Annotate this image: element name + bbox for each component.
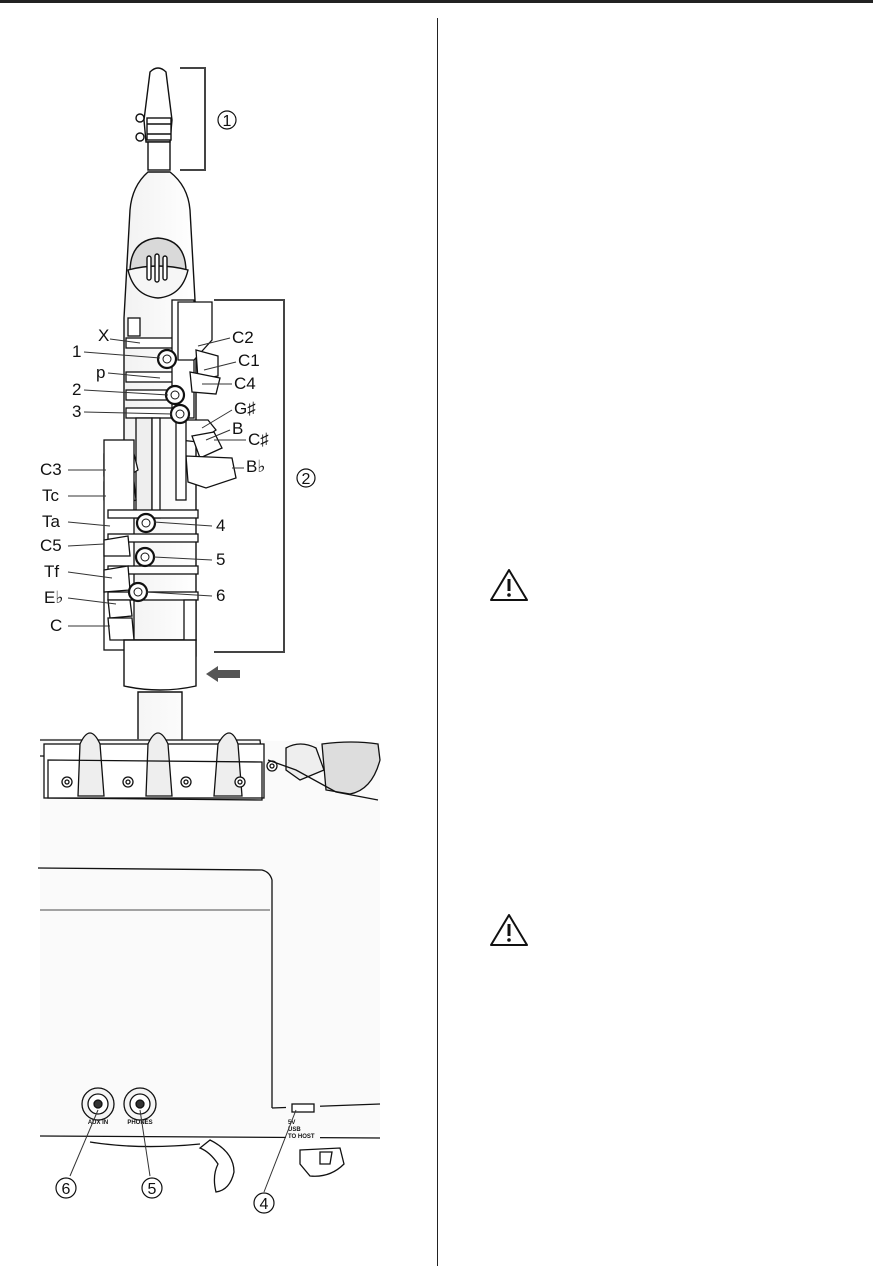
bracket-keys xyxy=(214,299,285,653)
label-cs: C♯ xyxy=(248,430,269,449)
callout-keys: 2 xyxy=(296,468,316,488)
label-bb: B♭ xyxy=(246,457,265,476)
label-6: 6 xyxy=(216,586,225,605)
warning-triangle-icon xyxy=(490,914,528,946)
label-x: X xyxy=(98,326,109,345)
callout-mouthpiece: 1 xyxy=(217,110,237,130)
label-c: C xyxy=(50,616,62,635)
label-3: 3 xyxy=(72,402,81,421)
to-host-label: TO HOST xyxy=(288,1134,315,1140)
svg-text:5: 5 xyxy=(148,1181,157,1198)
label-ta: Ta xyxy=(42,512,61,531)
label-1: 1 xyxy=(72,342,81,361)
aux-in-label: AUX IN xyxy=(88,1120,108,1126)
svg-text:4: 4 xyxy=(260,1196,269,1213)
label-c4: C4 xyxy=(234,374,256,393)
label-tf: Tf xyxy=(44,562,59,581)
phones-label: PHONES xyxy=(127,1120,152,1126)
svg-text:6: 6 xyxy=(62,1181,71,1198)
power-5v-label: 5V xyxy=(288,1120,295,1126)
label-c5: C5 xyxy=(40,536,62,555)
leader-lines xyxy=(67,337,246,627)
callout-aux: 6 xyxy=(55,1177,77,1199)
panel-callout-lines xyxy=(69,1109,297,1193)
label-4: 4 xyxy=(216,516,225,535)
usb-label: USB xyxy=(288,1127,301,1133)
label-c2: C2 xyxy=(232,328,254,347)
svg-text:1: 1 xyxy=(223,113,232,130)
label-p: p xyxy=(96,363,105,382)
callout-phones: 5 xyxy=(141,1177,163,1199)
label-gs: G♯ xyxy=(234,399,256,418)
label-2: 2 xyxy=(72,380,81,399)
bracket-mouthpiece xyxy=(180,67,206,171)
label-eb: E♭ xyxy=(44,588,63,607)
label-tc: Tc xyxy=(42,486,60,505)
panel-labels: AUX IN PHONES 5V USB TO HOST xyxy=(88,1120,315,1140)
mouthpiece xyxy=(135,67,173,171)
key-labels: X 1 p 2 3 C3 Tc Ta C5 Tf E♭ C C2 C1 C4 G… xyxy=(40,326,269,635)
svg-text:2: 2 xyxy=(302,471,311,488)
body-ring xyxy=(127,237,189,299)
connector-panel xyxy=(37,732,381,1193)
label-b: B xyxy=(232,419,243,438)
label-5: 5 xyxy=(216,550,225,569)
label-c1: C1 xyxy=(238,351,260,370)
label-c3: C3 xyxy=(40,460,62,479)
page-top-rule xyxy=(0,0,873,3)
warning-triangle-icon xyxy=(490,569,528,601)
insert-arrow-icon xyxy=(206,666,240,682)
callout-usb: 4 xyxy=(253,1192,275,1214)
lower-joint xyxy=(123,639,197,691)
column-divider xyxy=(437,18,438,1266)
